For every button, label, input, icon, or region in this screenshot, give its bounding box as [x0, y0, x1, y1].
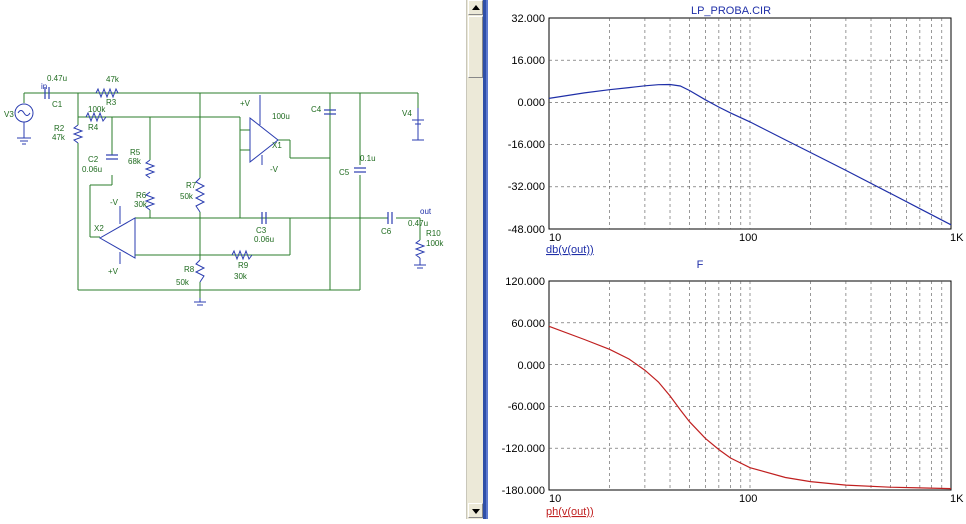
- bottom-x-ticks: 10 100 1K: [549, 493, 964, 505]
- svg-text:R8: R8: [184, 265, 195, 274]
- vertical-scrollbar[interactable]: [466, 0, 483, 519]
- bottom-series-line: [548, 325, 952, 490]
- svg-text:R10: R10: [426, 229, 441, 238]
- svg-text:50k: 50k: [176, 278, 190, 287]
- bottom-y-tick: 60.000: [511, 318, 545, 330]
- schematic-canvas[interactable]: 0.47u in C1 47k R3 100k R4 R2 47k V3 C2 …: [0, 0, 466, 519]
- svg-text:-V: -V: [110, 198, 119, 207]
- top-y-tick: -16.000: [508, 139, 545, 151]
- sources: [14, 103, 426, 306]
- arrow-down-icon: [472, 509, 480, 514]
- svg-text:R7: R7: [186, 181, 197, 190]
- svg-text:R2: R2: [54, 124, 65, 133]
- svg-text:50k: 50k: [180, 192, 194, 201]
- top-y-tick: 16.000: [511, 55, 545, 67]
- svg-text:30k: 30k: [134, 200, 148, 209]
- svg-text:R9: R9: [238, 261, 249, 270]
- bottom-plot-title: F: [697, 259, 704, 271]
- pane-splitter[interactable]: [483, 0, 486, 519]
- top-x-tick: 100: [739, 232, 757, 244]
- scroll-up-button[interactable]: [468, 0, 483, 15]
- wires: [23, 92, 421, 298]
- svg-text:R3: R3: [106, 98, 117, 107]
- bottom-x-tick: 10: [549, 493, 561, 505]
- bottom-y-tick: -60.000: [508, 401, 545, 413]
- top-plot-grid: [549, 18, 951, 229]
- svg-text:R6: R6: [136, 191, 147, 200]
- bottom-y-tick: -180.000: [502, 485, 545, 497]
- svg-text:68k: 68k: [128, 157, 142, 166]
- bottom-trace-label[interactable]: ph(v(out)): [546, 506, 594, 518]
- top-x-ticks: 10 100 1K: [549, 232, 964, 244]
- svg-text:C6: C6: [381, 227, 392, 236]
- svg-text:R5: R5: [130, 148, 141, 157]
- bottom-y-tick: 0.000: [517, 360, 545, 372]
- bottom-x-tick: 100: [739, 493, 757, 505]
- bottom-x-tick: 1K: [950, 493, 964, 505]
- top-y-tick: -32.000: [508, 181, 545, 193]
- svg-text:100k: 100k: [426, 239, 444, 248]
- svg-text:in: in: [41, 82, 47, 91]
- top-y-tick: -48.000: [508, 224, 545, 236]
- svg-text:+V: +V: [108, 267, 119, 276]
- svg-text:C5: C5: [339, 168, 350, 177]
- component-labels: 0.47u in C1 47k R3 100k R4 R2 47k V3 C2 …: [4, 74, 444, 287]
- svg-text:C4: C4: [311, 105, 322, 114]
- bottom-plot-grid: [549, 281, 951, 490]
- top-y-tick: 0.000: [517, 97, 545, 109]
- svg-text:C3: C3: [256, 226, 267, 235]
- svg-text:X2: X2: [94, 224, 104, 233]
- svg-text:X1: X1: [272, 141, 282, 150]
- svg-text:0.47u: 0.47u: [47, 74, 67, 83]
- bottom-y-tick: -120.000: [502, 443, 545, 455]
- resistors: [72, 87, 426, 283]
- svg-text:100u: 100u: [272, 112, 290, 121]
- svg-text:V3: V3: [4, 110, 14, 119]
- top-y-ticks: 32.000 16.000 0.000 -16.000 -32.000 -48.…: [508, 13, 545, 236]
- svg-text:out: out: [420, 207, 432, 216]
- svg-text:0.1u: 0.1u: [360, 154, 376, 163]
- plots-canvas[interactable]: LP_PROBA.CIR 32.000 16.000 0.000 -16.000…: [488, 0, 966, 519]
- top-x-tick: 1K: [950, 232, 964, 244]
- scroll-down-button[interactable]: [468, 503, 483, 518]
- schematic-pane[interactable]: 0.47u in C1 47k R3 100k R4 R2 47k V3 C2 …: [0, 0, 466, 519]
- top-y-tick: 32.000: [511, 13, 545, 25]
- svg-text:C2: C2: [88, 155, 99, 164]
- svg-text:-V: -V: [270, 165, 279, 174]
- top-plot-title: LP_PROBA.CIR: [691, 5, 771, 17]
- svg-text:0.47u: 0.47u: [408, 219, 428, 228]
- svg-text:C1: C1: [52, 100, 63, 109]
- svg-text:0.06u: 0.06u: [82, 165, 102, 174]
- svg-text:+V: +V: [240, 99, 251, 108]
- top-series-line: [548, 83, 952, 226]
- svg-text:0.06u: 0.06u: [254, 235, 274, 244]
- pane-splitter-edge: [486, 0, 488, 519]
- svg-text:47k: 47k: [106, 75, 120, 84]
- svg-text:30k: 30k: [234, 272, 248, 281]
- svg-text:V4: V4: [402, 109, 412, 118]
- opamps: [98, 95, 279, 264]
- top-x-tick: 10: [549, 232, 561, 244]
- svg-text:47k: 47k: [52, 133, 66, 142]
- top-trace-label[interactable]: db(v(out)): [546, 244, 594, 256]
- bottom-y-tick: 120.000: [505, 276, 545, 288]
- analysis-plots-pane[interactable]: LP_PROBA.CIR 32.000 16.000 0.000 -16.000…: [488, 0, 966, 519]
- scroll-thumb[interactable]: [468, 16, 483, 78]
- arrow-up-icon: [472, 5, 480, 10]
- svg-text:R4: R4: [88, 123, 99, 132]
- bottom-y-ticks: 120.000 60.000 0.000 -60.000 -120.000 -1…: [502, 276, 545, 497]
- capacitors: [44, 87, 393, 224]
- svg-text:100k: 100k: [88, 105, 106, 114]
